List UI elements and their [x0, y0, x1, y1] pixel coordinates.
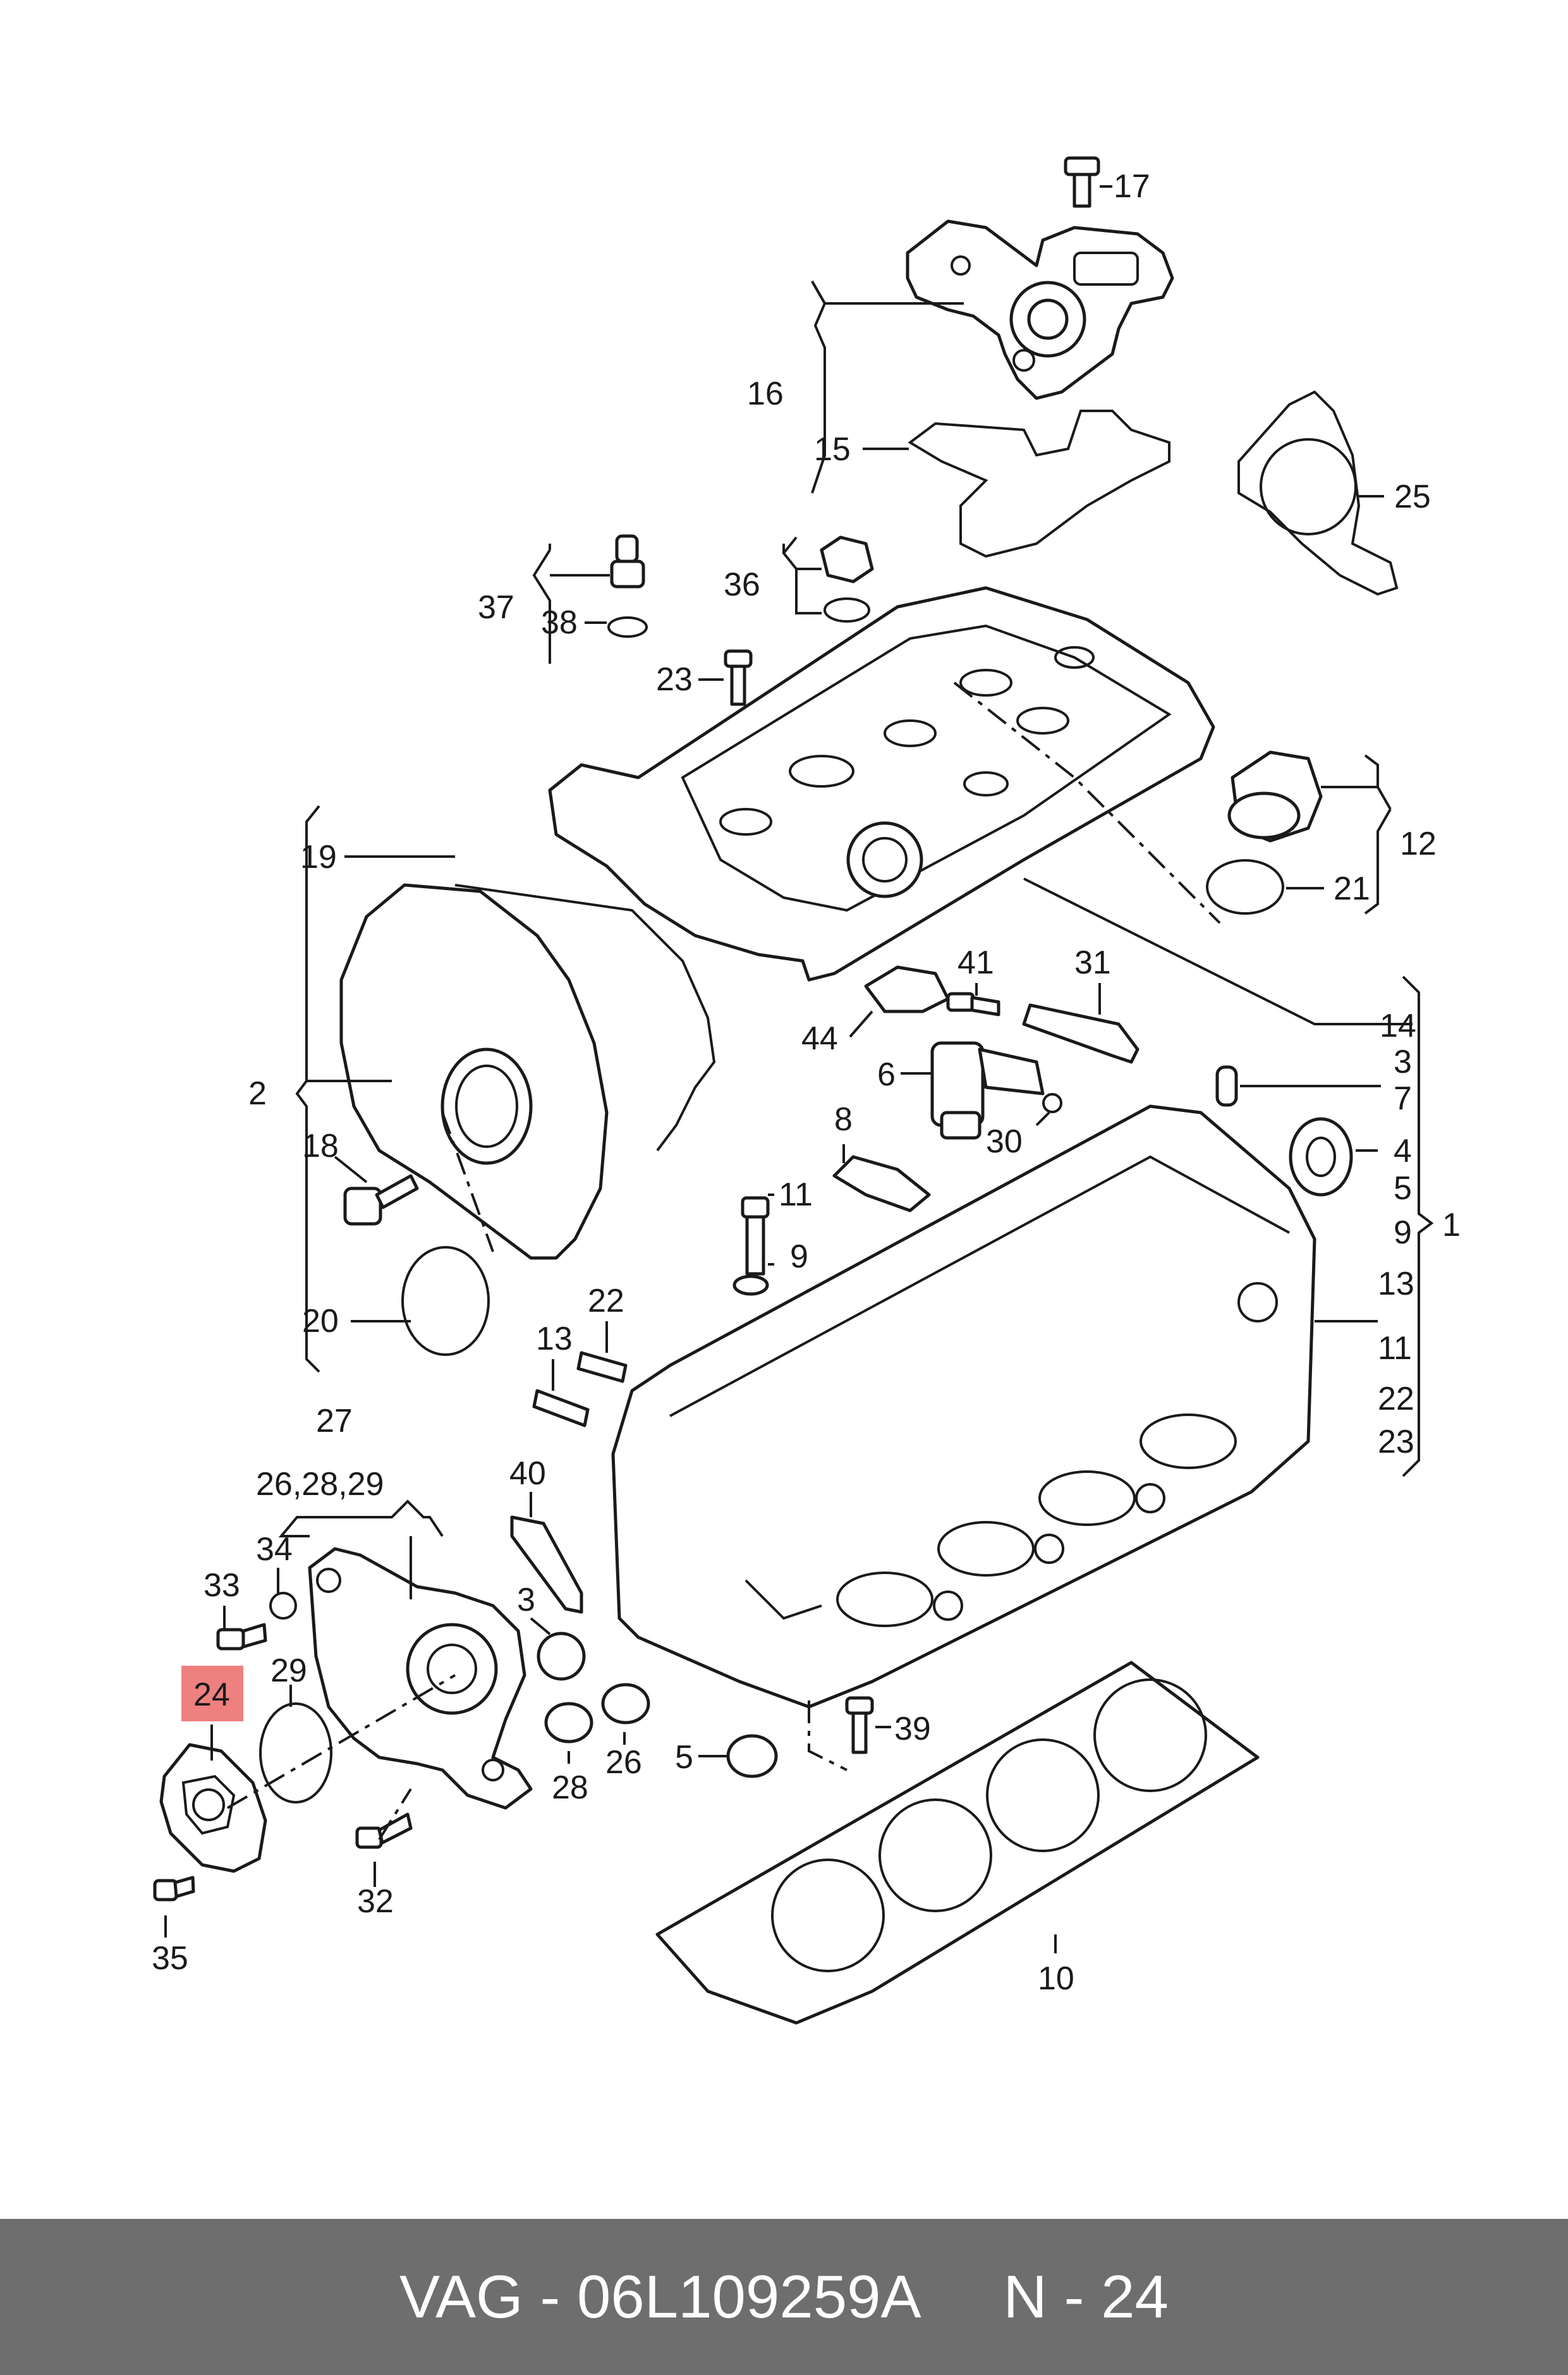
part-13-stud [532, 1389, 590, 1427]
label-6: 6 [877, 1056, 896, 1093]
part-22-stud [576, 1351, 628, 1383]
part-16-housing [906, 219, 1174, 400]
label-9-washer: 9 [790, 1238, 808, 1275]
label-15: 15 [814, 431, 851, 468]
label-12: 12 [1400, 826, 1437, 862]
label-26: 26 [605, 1744, 642, 1781]
part-17-bolt [1064, 156, 1100, 208]
part-33-bolt [216, 1623, 267, 1651]
label-11-right: 11 [1378, 1330, 1412, 1367]
label-36: 36 [724, 566, 760, 603]
label-44: 44 [801, 1020, 838, 1057]
label-18: 18 [302, 1128, 339, 1164]
label-24: 24 [193, 1676, 230, 1713]
label-39: 39 [894, 1711, 931, 1747]
label-26-28-29: 26,28,29 [256, 1466, 384, 1503]
part-23-bolt [724, 649, 753, 706]
part-31-sealant-tube [1022, 1003, 1140, 1064]
label-37: 37 [478, 589, 514, 626]
label-25: 25 [1394, 479, 1431, 515]
part-24-flange [159, 1743, 267, 1873]
label-13-right: 13 [1378, 1266, 1414, 1302]
part-7-pin [1215, 1065, 1238, 1107]
label-31: 31 [1074, 944, 1111, 981]
part-36-cap [820, 535, 874, 623]
part-38-o-ring [607, 616, 648, 638]
label-21: 21 [1334, 870, 1370, 907]
label-8: 8 [834, 1101, 853, 1138]
label-5-plug: 5 [675, 1739, 693, 1776]
label-1: 1 [1442, 1207, 1461, 1243]
part-3-plug [537, 1632, 586, 1681]
part-8-shim [832, 1155, 931, 1212]
highlight-24 [181, 1666, 243, 1721]
callout-labels: 17 16 15 25 37 38 36 23 19 12 21 41 31 1… [152, 168, 1461, 1997]
part-25-gasket [1237, 390, 1399, 596]
label-3-right: 3 [1394, 1044, 1412, 1080]
label-11-bolt: 11 [779, 1176, 813, 1213]
part-20-seal [401, 1246, 490, 1356]
part-35-bolt [153, 1876, 195, 1902]
label-22-right: 22 [1378, 1381, 1414, 1417]
label-33: 33 [204, 1567, 240, 1604]
label-28: 28 [552, 1769, 588, 1806]
label-23-upper: 23 [656, 661, 693, 698]
label-3-plug: 3 [517, 1582, 535, 1618]
label-41: 41 [957, 944, 994, 981]
part-6-valve [930, 1041, 1045, 1140]
label-34: 34 [256, 1531, 293, 1568]
part-15-gasket [908, 410, 1170, 558]
part-9-washer [732, 1274, 769, 1296]
part-reference: VAG - 06L109259A [399, 2262, 921, 2331]
label-40: 40 [509, 1455, 546, 1492]
label-13-stud: 13 [536, 1321, 573, 1357]
part-12-oil-cap [1227, 750, 1323, 843]
part-30-seal [1042, 1093, 1062, 1113]
label-17: 17 [1114, 168, 1150, 205]
part-41-bolt [946, 992, 1000, 1017]
valve-cover [548, 586, 1215, 982]
label-32: 32 [357, 1883, 394, 1920]
label-14: 14 [1380, 1008, 1416, 1044]
part-26-plug [601, 1683, 650, 1725]
label-38: 38 [541, 604, 578, 641]
part-4-gear [1289, 1117, 1353, 1197]
part-44-clip [864, 965, 950, 1013]
part-10-head-gasket [655, 1661, 1260, 2025]
label-30: 30 [986, 1123, 1023, 1160]
part-27-bracket [308, 1547, 533, 1810]
label-7: 7 [1394, 1080, 1412, 1117]
exploded-parts-diagram: 17 16 15 25 37 38 36 23 19 12 21 41 31 1… [152, 156, 1461, 2025]
label-35: 35 [152, 1940, 188, 1977]
label-22-stud: 22 [588, 1283, 624, 1319]
label-16: 16 [747, 375, 784, 412]
part-39-bolt [845, 1696, 874, 1754]
timing-cover [339, 883, 716, 1260]
part-37-sensor [610, 534, 645, 589]
part-number-footer: VAG - 06L109259A N - 24 [0, 2219, 1568, 2375]
part-29-o-ring [259, 1702, 332, 1804]
part-34-washer [269, 1592, 297, 1620]
part-21-seal [1206, 859, 1284, 915]
label-2: 2 [248, 1075, 267, 1112]
label-10: 10 [1038, 1960, 1074, 1997]
label-23-right: 23 [1378, 1424, 1414, 1460]
label-29: 29 [270, 1652, 307, 1689]
label-9-right: 9 [1394, 1214, 1412, 1251]
label-5-right: 5 [1394, 1170, 1412, 1207]
part-28-plug [544, 1702, 593, 1743]
label-27: 27 [316, 1403, 353, 1439]
part-11-bolt [741, 1196, 770, 1276]
part-5-plug [726, 1734, 778, 1778]
cylinder-head [611, 1104, 1316, 1709]
part-40-sealant-tube [510, 1515, 583, 1614]
label-4: 4 [1394, 1133, 1412, 1169]
label-20: 20 [302, 1303, 339, 1340]
label-19: 19 [300, 839, 337, 876]
position-reference: N - 24 [1003, 2262, 1169, 2331]
part-18-bolt [343, 1174, 419, 1226]
